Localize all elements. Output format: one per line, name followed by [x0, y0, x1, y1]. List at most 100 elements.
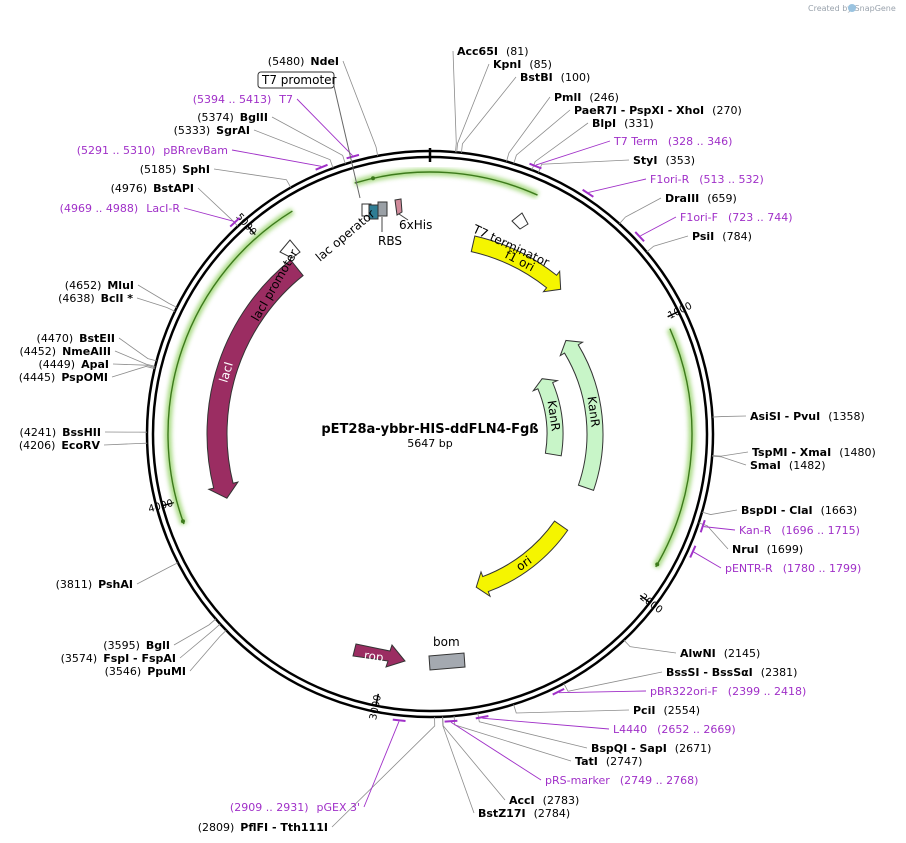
enzyme-bsssi-bsss-i-label: BssSI - BssSαI(2381)	[666, 666, 797, 679]
enzyme-bstbi-leader	[461, 76, 517, 153]
feature-f1-ori-0-arrow	[470, 235, 562, 293]
lac-operator-label: lac operator	[313, 207, 378, 265]
enzyme-bcli-leader	[136, 297, 176, 312]
feature-kanr-2-label: KanR	[544, 399, 562, 432]
rop-feature: rop	[352, 643, 406, 668]
tick-label-4000: 4000	[147, 498, 174, 515]
lac-operator-feature: lac operator	[313, 203, 379, 265]
primer-t7-mark	[346, 153, 360, 160]
t7-promoter-feature: T7 promoter	[257, 71, 361, 199]
his-tag-leader	[398, 213, 409, 221]
enzyme-alwni-leader	[623, 639, 677, 654]
primer-pentr-r-label: pENTR-R(1780 .. 1799)	[725, 562, 861, 575]
enzyme-pmli-label: PmlI(246)	[554, 91, 619, 104]
primer-kan-r-mark	[699, 519, 706, 533]
enzyme-kpni-leader	[456, 63, 490, 153]
enzyme-bstapi-leader	[197, 187, 239, 227]
primer-pentr-r-mark	[689, 545, 697, 558]
enzyme-bstapi-label: (4976)BstAPI	[111, 182, 194, 195]
feature-kanr-1-arrow	[559, 339, 604, 491]
restriction-sites: Acc65I(81)KpnI(85)BstBI(100)PmlI(246)Pae…	[19, 45, 876, 834]
enzyme-bspdi-clai-label: BspDI - ClaI(1663)	[741, 504, 857, 517]
primer-prs-marker-label: pRS-marker(2749 .. 2768)	[545, 774, 698, 787]
green-arc-top-glow	[353, 168, 539, 199]
primer-f1ori-f-label: F1ori-F(723 .. 744)	[680, 211, 793, 224]
enzyme-bgli-leader	[173, 618, 217, 646]
enzyme-smai-label: SmaI(1482)	[750, 459, 825, 472]
enzyme-nrui-label: NruI(1699)	[732, 543, 803, 556]
primer-t7-label: (5394 .. 5413)T7	[193, 93, 293, 106]
rbs-label: RBS	[378, 234, 402, 248]
t7-terminator-arrow	[511, 212, 529, 230]
feature-laci-4-arrow	[206, 259, 304, 499]
rbs-box	[377, 201, 388, 217]
enzyme-acc65i-leader	[452, 50, 457, 153]
enzyme-pshai-leader	[136, 562, 179, 585]
primer-pbrrevbam-label: (5291 .. 5310)pBRrevBam	[77, 144, 228, 157]
plasmid-backbone	[145, 148, 715, 719]
enzyme-bstbi-label: BstBI(100)	[520, 71, 590, 84]
enzyme-pspomi-leader	[111, 366, 155, 378]
plasmid-length: 5647 bp	[407, 437, 452, 450]
primer-laci-r-leader	[183, 207, 235, 222]
rop-arrow	[352, 643, 406, 668]
feature-laci-4-label: lacI	[216, 360, 235, 384]
enzyme-bstz17i-leader	[442, 716, 475, 814]
enzyme-styi-leader	[537, 159, 630, 173]
bom-box	[428, 652, 466, 671]
primer-f1ori-f-leader	[640, 216, 677, 237]
enzyme-ecorv-leader	[103, 442, 148, 446]
primer-laci-r-mark	[229, 217, 241, 228]
primer-l4440-label: L4440(2652 .. 2669)	[613, 723, 736, 736]
enzyme-pmli-leader	[506, 96, 551, 162]
primer-pbr322ori-f-mark	[552, 687, 565, 696]
primer-pgex-3-leader	[363, 721, 400, 808]
laci-promoter-label: lacI promoter	[248, 247, 300, 324]
primer-kan-r-label: Kan-R(1696 .. 1715)	[739, 524, 860, 537]
enzyme-tspmi-xmai-label: TspMI - XmaI(1480)	[752, 446, 876, 459]
enzyme-sphi-leader	[213, 168, 292, 188]
primer-f1ori-r-label: F1ori-R(513 .. 532)	[650, 173, 764, 186]
enzyme-ndei-leader	[342, 60, 379, 156]
enzyme-bcli-label: (4638)BclI *	[58, 292, 133, 305]
enzyme-alwni-label: AlwNI(2145)	[680, 647, 760, 660]
rop-label: rop	[363, 648, 384, 665]
enzyme-draiii-label: DraIII(659)	[665, 192, 737, 205]
tick-mark-3000	[375, 693, 380, 706]
enzyme-styi-label: StyI(353)	[633, 154, 695, 167]
enzyme-bspqi-sapi-leader	[477, 712, 588, 749]
enzyme-ppumi-leader	[189, 630, 227, 672]
enzyme-tati-label: TatI(2747)	[575, 755, 642, 768]
feature-kanr-2-arrow	[531, 378, 564, 457]
enzyme-nmeaiii-leader	[114, 350, 156, 367]
enzyme-ppumi-label: (3546)PpuMI	[105, 665, 186, 678]
enzyme-bspdi-clai-leader	[701, 509, 738, 515]
primer-prs-marker-mark	[444, 719, 458, 723]
primer-t7-term-mark	[529, 162, 542, 170]
laci-promoter-arrow	[279, 239, 301, 259]
primer-t7-term-leader	[535, 140, 611, 166]
feature-kanr-1-label: KanR	[584, 395, 602, 428]
primer-l4440-mark	[475, 715, 489, 720]
primer-pbrrevbam-mark	[315, 163, 328, 171]
primer-sites: T7 Term(328 .. 346)F1ori-R(513 .. 532)F1…	[60, 93, 862, 814]
primer-f1ori-f-mark	[634, 231, 645, 242]
enzyme-pcii-label: PciI(2554)	[633, 704, 700, 717]
feature-ori-3-arrow	[475, 520, 569, 598]
enzyme-bstz17i-label: BstZ17I(2784)	[478, 807, 570, 820]
enzyme-fspi-fspai-leader	[179, 623, 221, 659]
enzyme-bsteii-leader	[118, 337, 157, 362]
enzyme-psii-leader	[646, 235, 689, 253]
green-arc-top	[354, 171, 538, 196]
enzyme-bsteii-label: (4470)BstEII	[37, 332, 115, 345]
enzyme-paer7i-pspxi-xhoi-label: PaeR7I - PspXI - XhoI(270)	[574, 104, 742, 117]
primer-pgex-3-label: (2909 .. 2931)pGEX 3'	[230, 801, 360, 814]
primer-t7-leader	[296, 98, 353, 156]
enzyme-fspi-fspai-label: (3574)FspI - FspAI	[61, 652, 176, 665]
his-tag-feature: 6xHis	[394, 198, 432, 232]
enzyme-pflfi-tth111i-label: (2809)PflFI - Tth111I	[198, 821, 328, 834]
rbs-feature: RBS	[377, 201, 402, 248]
enzyme-acci-label: AccI(2783)	[509, 794, 579, 807]
